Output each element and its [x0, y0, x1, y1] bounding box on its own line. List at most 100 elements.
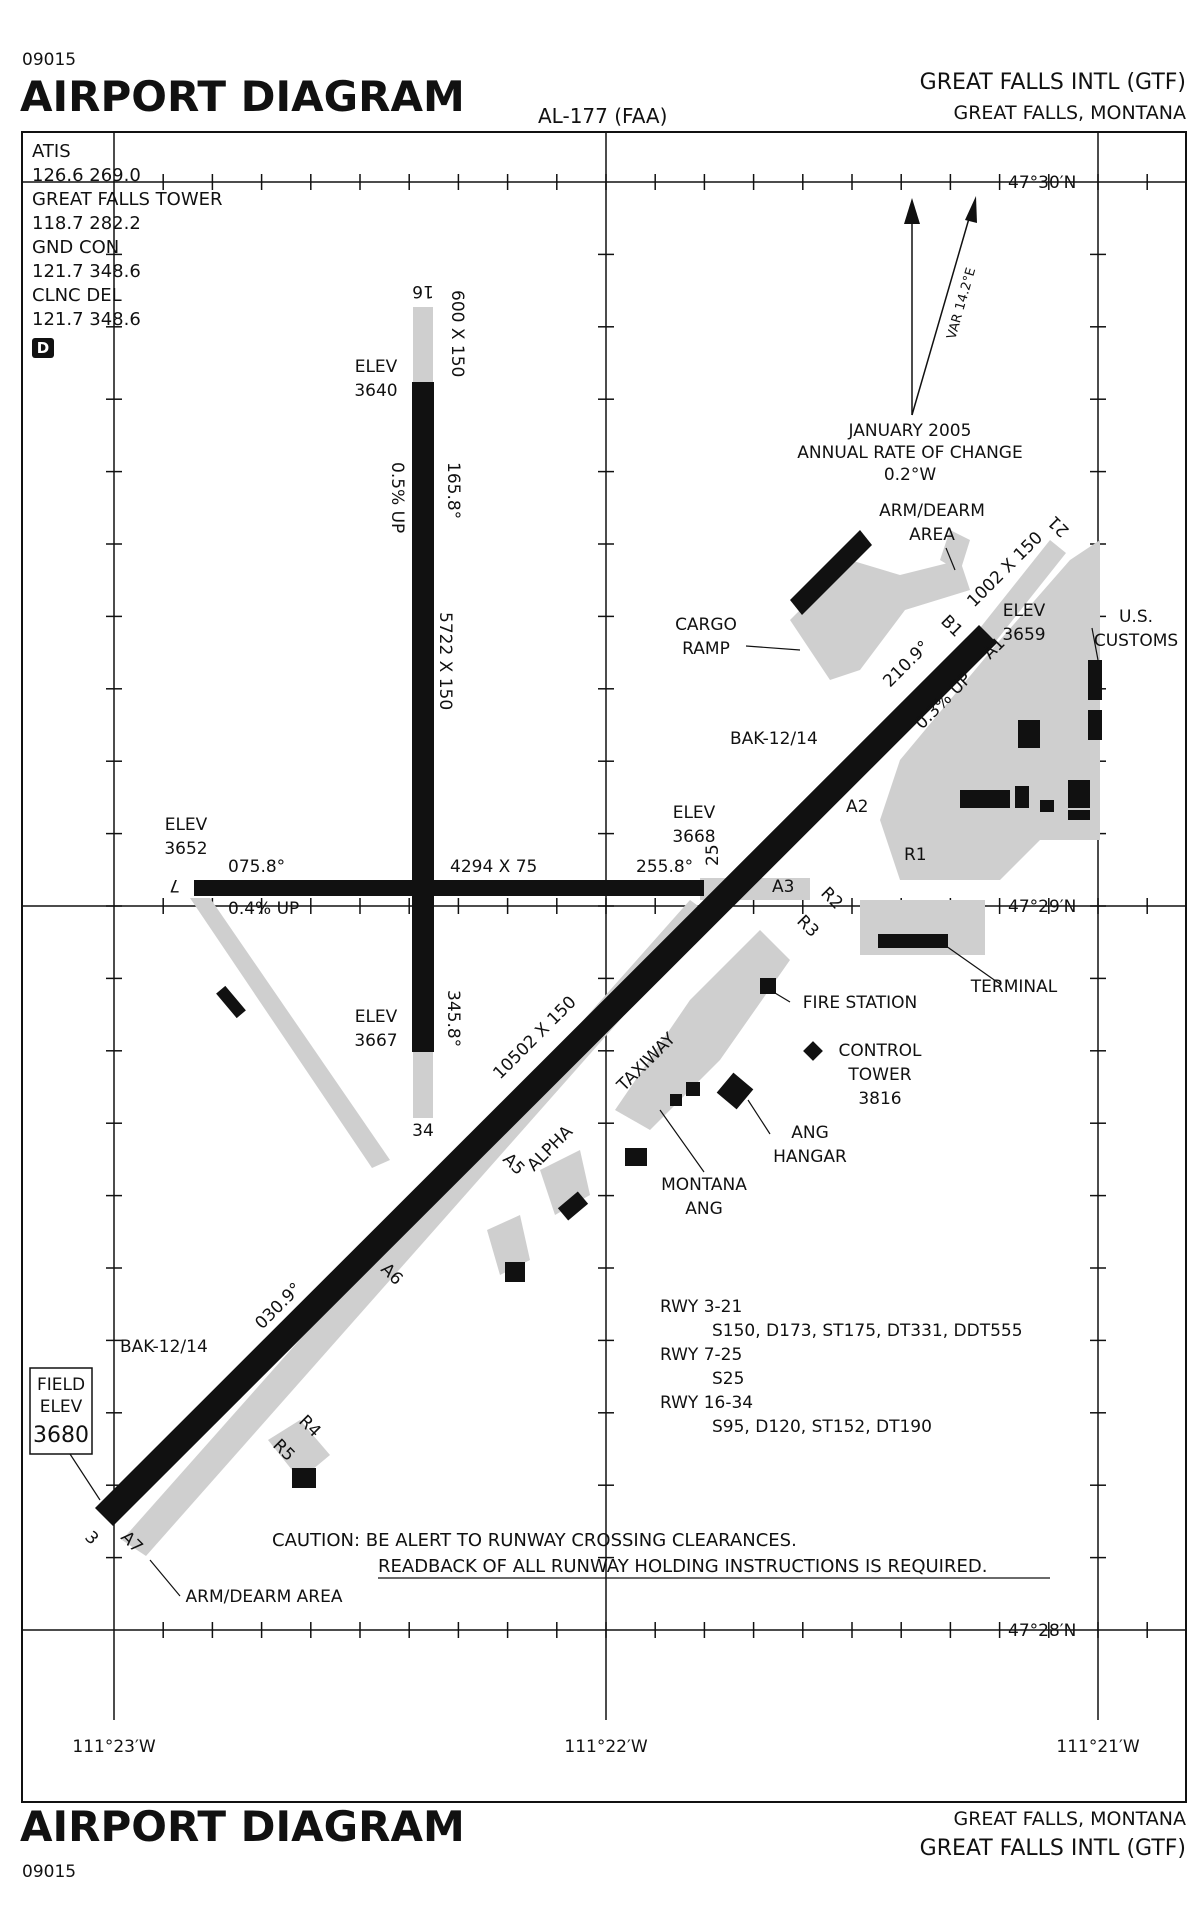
- control-tower-label-2: TOWER: [847, 1065, 911, 1085]
- chart-frame: [21, 131, 1187, 1803]
- taxiway-a3-label: A3: [772, 877, 794, 897]
- runway-7-label: 7: [169, 875, 180, 895]
- apron-building-3: [1015, 786, 1029, 808]
- elev-16-value: 3640: [354, 381, 397, 401]
- runway-3-label: 3: [80, 1527, 102, 1549]
- clearance-label: CLNC DEL: [32, 285, 122, 306]
- lat-label-top: 47°30′N: [1008, 173, 1076, 193]
- field-elev-label-1: FIELD: [37, 1375, 85, 1395]
- strength-rwy-16-34-values: S95, D120, ST152, DT190: [712, 1417, 932, 1437]
- elev-21-value: 3659: [1002, 625, 1045, 645]
- strength-rwy-7-25-values: S25: [712, 1369, 744, 1389]
- elev-7-value: 3652: [164, 839, 207, 859]
- north-arrow: [904, 196, 977, 416]
- cargo-ramp: [790, 560, 970, 680]
- cargo-ramp-label-1: CARGO: [675, 615, 737, 635]
- chart-number-top: 09015: [22, 50, 77, 70]
- apron-building-2: [960, 790, 1010, 808]
- elev-34-label: ELEV: [355, 1007, 398, 1027]
- ang-hangar-label-2: HANGAR: [773, 1147, 847, 1167]
- runway-21-label: 21: [1044, 511, 1073, 540]
- facility-labels: ARM/DEARM AREA CARGO RAMP U.S. CUSTOMS T…: [186, 501, 1179, 1607]
- closed-taxiway: [190, 898, 390, 1168]
- ground-label: GND CON: [32, 237, 120, 258]
- chart-number-bottom: 09015: [22, 1862, 77, 1882]
- runway-16-displaced-dims: 600 X 150: [447, 290, 467, 377]
- runway-7-25: [194, 880, 704, 896]
- strength-table: RWY 3-21 S150, D173, ST175, DT331, DDT55…: [660, 1297, 1023, 1437]
- taxiway-r1-label: R1: [904, 845, 927, 865]
- elev-7-label: ELEV: [165, 815, 208, 835]
- ang-hangar-label-1: ANG: [791, 1123, 829, 1143]
- apron-building-6: [1068, 810, 1090, 820]
- runways: [95, 382, 997, 1526]
- north-apron: [880, 540, 1100, 880]
- displaced-threshold-16: [413, 307, 433, 382]
- elev-34-value: 3667: [354, 1031, 397, 1051]
- atis-label: ATIS: [32, 141, 71, 162]
- magnetic-variation: VAR 14.2°E: [944, 266, 979, 341]
- apron-building-1: [1018, 720, 1040, 748]
- arm-dearm-pad: [268, 1420, 330, 1480]
- elev-21-label: ELEV: [1003, 601, 1046, 621]
- strength-rwy-3-21-values: S150, D173, ST175, DT331, DDT555: [712, 1321, 1023, 1341]
- overrun-34: [413, 1050, 433, 1118]
- runway-7-25-dims: 4294 X 75: [450, 857, 537, 877]
- hangar-a6-building: [505, 1262, 525, 1282]
- chart-title-bottom: AIRPORT DIAGRAM: [20, 1802, 465, 1851]
- taxiway-r2-label: R2: [816, 883, 846, 913]
- strength-rwy-16-34: RWY 16-34: [660, 1393, 753, 1413]
- apron-building-5: [1068, 780, 1090, 808]
- chart-title-top: AIRPORT DIAGRAM: [20, 72, 465, 121]
- buildings: [216, 530, 1102, 1488]
- arm-dearm-building: [790, 530, 872, 615]
- military-ramp: [615, 930, 790, 1130]
- lon-label-right: 111°21′W: [1056, 1737, 1139, 1757]
- lon-label-mid: 111°22′W: [564, 1737, 647, 1757]
- runway-3-21: [95, 625, 997, 1526]
- control-tower-symbol: [803, 1041, 823, 1061]
- magnetic-rate: 0.2°W: [884, 465, 937, 485]
- ang-hangar-building: [716, 1072, 754, 1110]
- taxiway-b1-label: B1: [936, 611, 966, 641]
- caution-line-2: READBACK OF ALL RUNWAY HOLDING INSTRUCTI…: [378, 1556, 987, 1577]
- closed-area-building: [216, 985, 246, 1019]
- airport-name-top: GREAT FALLS INTL (GTF): [919, 70, 1186, 95]
- strength-rwy-3-21: RWY 3-21: [660, 1297, 742, 1317]
- elev-25-label: ELEV: [673, 803, 716, 823]
- arm-dearm-top-label-2: AREA: [909, 525, 955, 545]
- runway-34-label: 34: [412, 1121, 434, 1141]
- fire-station-building: [760, 978, 776, 994]
- terminal-building: [878, 934, 948, 948]
- airport-name-bottom: GREAT FALLS INTL (GTF): [919, 1836, 1186, 1861]
- heading-165: 165.8°: [443, 462, 463, 519]
- lon-label-left: 111°23′W: [72, 1737, 155, 1757]
- graticule-ticks: [106, 174, 1148, 1638]
- caution-line-1: CAUTION: BE ALERT TO RUNWAY CROSSING CLE…: [272, 1530, 797, 1551]
- slope-16: 0.5% UP: [387, 462, 407, 533]
- montana-ang-building-2: [670, 1094, 682, 1106]
- slope-7: 0.4% UP: [228, 899, 299, 919]
- taxiway-a2-label: A2: [846, 797, 868, 817]
- heading-345: 345.8°: [443, 990, 463, 1047]
- field-elev-label-2: ELEV: [40, 1397, 83, 1417]
- customs-label-2: CUSTOMS: [1094, 631, 1178, 651]
- magnetic-date: JANUARY 2005: [848, 421, 972, 441]
- leader-lines: [69, 547, 1099, 1597]
- taxiway-a5-label: A5: [498, 1149, 528, 1179]
- control-tower-elevation: 3816: [858, 1089, 901, 1109]
- arm-dearm-bottom-label: ARM/DEARM AREA: [186, 1587, 343, 1607]
- bak-label-3: BAK-12/14: [120, 1337, 208, 1357]
- magnetic-rate-label: ANNUAL RATE OF CHANGE: [797, 443, 1022, 463]
- arm-dearm-pad-building: [292, 1468, 316, 1488]
- airport-city-top: GREAT FALLS, MONTANA: [953, 102, 1187, 124]
- strength-rwy-7-25: RWY 7-25: [660, 1345, 742, 1365]
- fire-station-label: FIRE STATION: [803, 993, 917, 1013]
- arm-dearm-top-pavement: [940, 530, 970, 572]
- heading-255: 255.8°: [636, 857, 693, 877]
- taxiway-r3-label: R3: [792, 911, 822, 941]
- runway-25-label: 25: [703, 844, 723, 866]
- runway-16-34-dims: 5722 X 150: [435, 612, 455, 710]
- heading-075: 075.8°: [228, 857, 285, 877]
- hangar-a5-building: [557, 1191, 589, 1221]
